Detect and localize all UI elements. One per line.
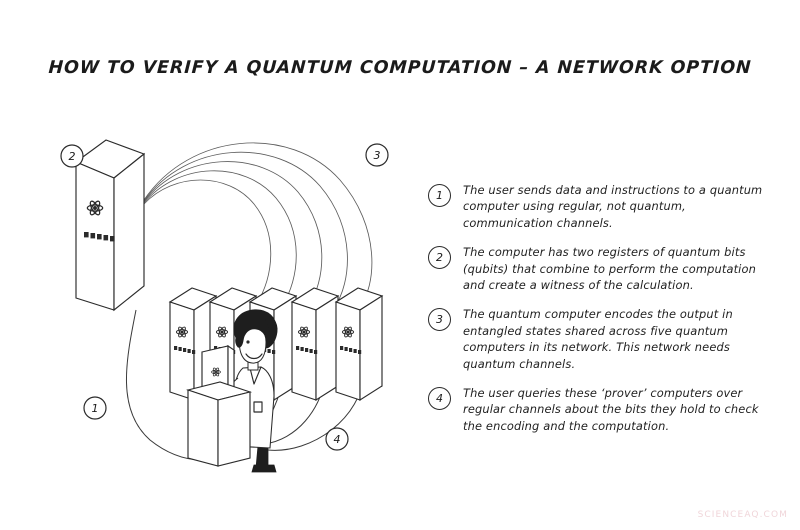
led-row xyxy=(296,346,318,354)
prover-computer-5 xyxy=(334,287,384,402)
page-title: HOW TO VERIFY A QUANTUM COMPUTATION – A … xyxy=(47,58,753,78)
atom-icon xyxy=(211,367,221,377)
desk-front xyxy=(187,389,219,467)
entanglement-link-5 xyxy=(143,142,373,311)
step-item-3: 3 The quantum computer encodes the outpu… xyxy=(428,306,773,372)
atom-icon xyxy=(297,326,311,338)
step-text-2: The computer has two registers of quantu… xyxy=(463,245,756,293)
source-watermark: SCIENCEAQ.COM xyxy=(697,510,788,520)
diagram-marker-1-label: 1 xyxy=(92,402,99,415)
diagram-marker-4: 4 xyxy=(325,427,349,451)
step-text-1: The user sends data and instructions to … xyxy=(463,183,763,230)
prover-computer-4 xyxy=(290,287,340,402)
step-item-1: 1 The user sends data and instructions t… xyxy=(428,182,773,231)
diagram-marker-4-label: 4 xyxy=(334,433,341,446)
diagram-marker-1: 1 xyxy=(83,396,107,420)
desk-side xyxy=(217,391,251,467)
entanglement-link-group xyxy=(143,142,373,311)
atom-icon xyxy=(175,326,189,338)
step-item-4: 4 The user queries these ‘prover’ comput… xyxy=(428,385,773,434)
entanglement-link-1 xyxy=(143,179,272,306)
step-text-3: The quantum computer encodes the output … xyxy=(463,307,733,371)
diagram-marker-3: 3 xyxy=(365,143,389,167)
user-pocket xyxy=(253,401,263,413)
diagram-marker-3-label: 3 xyxy=(374,149,381,162)
step-item-2: 2 The computer has two registers of quan… xyxy=(428,244,773,293)
step-badge-4: 4 xyxy=(428,387,451,411)
atom-icon xyxy=(86,200,104,216)
entanglement-link-4 xyxy=(143,151,348,309)
led-row xyxy=(340,346,362,354)
user-hair-right xyxy=(261,315,278,348)
step-badge-2: 2 xyxy=(428,246,451,270)
user-beard xyxy=(245,353,263,360)
step-badge-1: 1 xyxy=(428,184,451,207)
entanglement-link-3 xyxy=(143,161,323,308)
diagram-marker-2: 2 xyxy=(60,144,84,168)
led-row xyxy=(174,346,196,354)
diagram-marker-2-label: 2 xyxy=(69,150,76,163)
main-quantum-computer xyxy=(74,139,146,312)
atom-icon xyxy=(341,326,355,338)
atom-icon xyxy=(215,326,229,338)
user-lapel xyxy=(249,366,262,385)
step-text-4: The user queries these ‘prover’ computer… xyxy=(463,386,759,433)
step-badge-3: 3 xyxy=(428,308,451,332)
led-row xyxy=(84,232,115,242)
user-terminal xyxy=(185,344,253,467)
user-eye xyxy=(246,340,250,344)
steps-list: 1 The user sends data and instructions t… xyxy=(428,182,773,447)
user-shoes xyxy=(251,464,277,473)
entanglement-link-2 xyxy=(143,170,297,307)
quantum-network-diagram: 2 3 1 4 xyxy=(60,139,389,473)
